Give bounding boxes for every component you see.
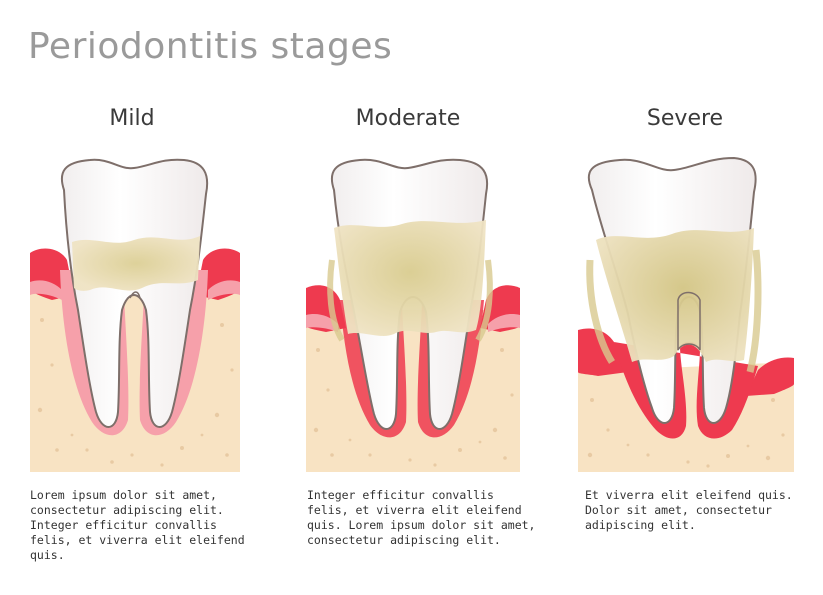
bone-texture [37, 318, 234, 467]
page-title: Periodontitis stages [28, 26, 393, 67]
stage-description-moderate: Integer efficitur convallis felis, et vi… [307, 488, 536, 547]
plaque-deposit [596, 228, 754, 362]
tooth-diagram-severe [578, 156, 794, 472]
tooth-body [60, 158, 209, 428]
tooth-diagram-mild [30, 158, 240, 472]
stage-heading-moderate: Moderate [355, 106, 461, 131]
stage-description-severe: Et viverra elit eleifend quis. Dolor sit… [585, 488, 793, 532]
jaw-bone [30, 282, 240, 472]
stage-heading-severe: Severe [646, 106, 724, 131]
plaque-deposit [72, 236, 200, 291]
stage-description-mild: Lorem ipsum dolor sit amet, consectetur … [30, 488, 245, 562]
bone-texture [313, 348, 514, 467]
tooth-diagram-moderate [306, 158, 520, 472]
bone-texture [587, 398, 785, 468]
stage-heading-mild: Mild [109, 106, 155, 131]
plaque-deposit [334, 220, 486, 336]
